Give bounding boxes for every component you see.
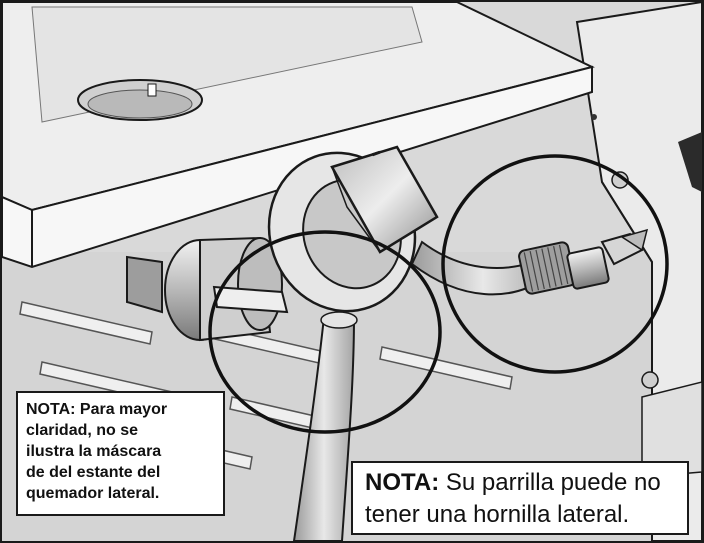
note-left-line: NOTA: Para mayor: [26, 401, 168, 418]
note-right-line-1-text: Su parrilla puede no: [439, 469, 661, 496]
note-left-line: ilustra la máscara: [26, 443, 162, 460]
note-side-burner: NOTA: Su parrilla puede no tener una hor…: [351, 461, 689, 535]
gas-hose-lower: [292, 316, 356, 541]
cabinet-screw-2: [641, 371, 659, 389]
note-left-line: claridad, no se: [26, 422, 139, 439]
note-shelf-mask: NOTA: Para mayor claridad, no se ilustra…: [16, 391, 225, 516]
note-right-line-1: NOTA: Su parrilla puede no: [365, 467, 677, 499]
note-right-line-2: tener una hornilla lateral.: [365, 501, 630, 528]
highlight-circle-fitting: [441, 154, 669, 374]
hose-fitting: [518, 228, 649, 295]
highlight-circle-valve: [208, 230, 442, 434]
note-left-line: quemador lateral.: [26, 485, 160, 502]
note-left-line: de del estante del: [26, 464, 161, 481]
note-right-label: NOTA:: [365, 469, 440, 496]
gas-valve-body: [126, 236, 289, 342]
